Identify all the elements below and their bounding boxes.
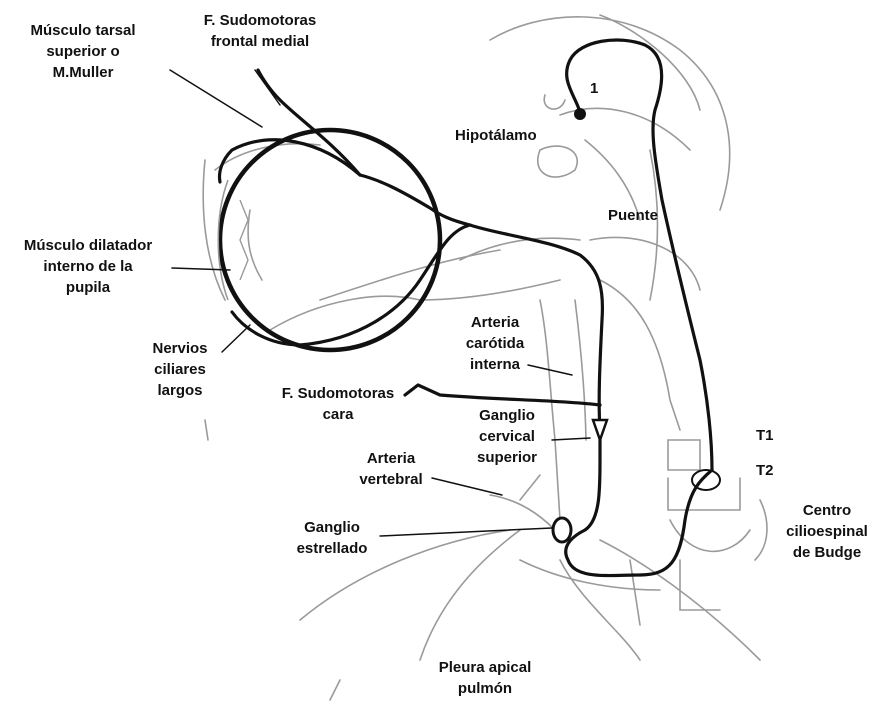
label-musculo-tarsal: Músculo tarsal superior o M.Muller [8,20,158,83]
label-ganglio-cervical: Ganglio cervical superior [462,405,552,468]
eye-iris [240,200,248,280]
label-line: largos [138,380,222,401]
label-f-sudomotoras-cara: F. Sudomotoras cara [258,383,418,425]
label-line: ciliares [138,359,222,380]
label-line: carótida [450,333,540,354]
label-line: vertebral [346,469,436,490]
label-line: cara [258,404,418,425]
label-line: Nervios [138,338,222,359]
label-line: Arteria [346,448,436,469]
second-order-neuron [566,430,712,576]
label-line: Centro [772,500,882,521]
label-line: pulmón [420,678,550,699]
label-f-sudomotoras-frontal: F. Sudomotoras frontal medial [180,10,340,52]
label-centro-budge: Centro cilioespinal de Budge [772,500,882,563]
spinal-cord-t1t2 [692,470,720,490]
label-arteria-vertebral: Arteria vertebral [346,448,436,490]
label-puente: Puente [608,205,658,226]
sympathetic-pathway [220,40,713,576]
label-line: Pleura apical [420,657,550,678]
eye-globe [220,130,440,350]
label-line: Ganglio [282,517,382,538]
label-line: interna [450,354,540,375]
label-line: estrellado [282,538,382,559]
label-line: Arteria [450,312,540,333]
label-line: cervical [462,426,552,447]
label-line: Músculo dilatador [8,235,168,256]
label-neuron-1: 1 [590,78,598,99]
label-nervios-ciliares: Nervios ciliares largos [138,338,222,401]
label-line: pupila [8,277,168,298]
stellate-ganglion [553,518,571,542]
label-t1: T1 [756,425,774,446]
leader-nervios-ciliares [222,325,250,352]
label-line: M.Muller [8,62,158,83]
label-line: F. Sudomotoras [258,383,418,404]
leader-ganglio-estrellado [380,528,552,536]
hypothalamus-neuron-dot [574,108,586,120]
label-line: de Budge [772,542,882,563]
leader-musculo-tarsal [170,70,262,127]
first-order-neuron [567,40,712,470]
label-t2: T2 [756,460,774,481]
leader-f-sudomotoras-frontal [255,70,280,105]
label-line: F. Sudomotoras [180,10,340,31]
label-hipotalamo: Hipotálamo [455,125,537,146]
label-pleura: Pleura apical pulmón [420,657,550,699]
label-line: Ganglio [462,405,552,426]
label-arteria-carotida: Arteria carótida interna [450,312,540,375]
third-order-branch-eye [232,225,470,345]
label-line: frontal medial [180,31,340,52]
third-order-neuron [258,70,602,430]
label-ganglio-estrellado: Ganglio estrellado [282,517,382,559]
label-line: superior [462,447,552,468]
leader-arteria-vertebral [432,478,502,495]
label-line: superior o [8,41,158,62]
label-line: cilioespinal [772,521,882,542]
sudomotor-face-fibres [405,385,600,405]
superior-cervical-ganglion [593,420,607,440]
label-musculo-dilatador: Músculo dilatador interno de la pupila [8,235,168,298]
label-line: Músculo tarsal [8,20,158,41]
leader-ganglio-cervical [552,438,590,440]
label-line: interno de la [8,256,168,277]
eyeball [218,130,440,350]
leader-musculo-dilatador [172,268,230,270]
